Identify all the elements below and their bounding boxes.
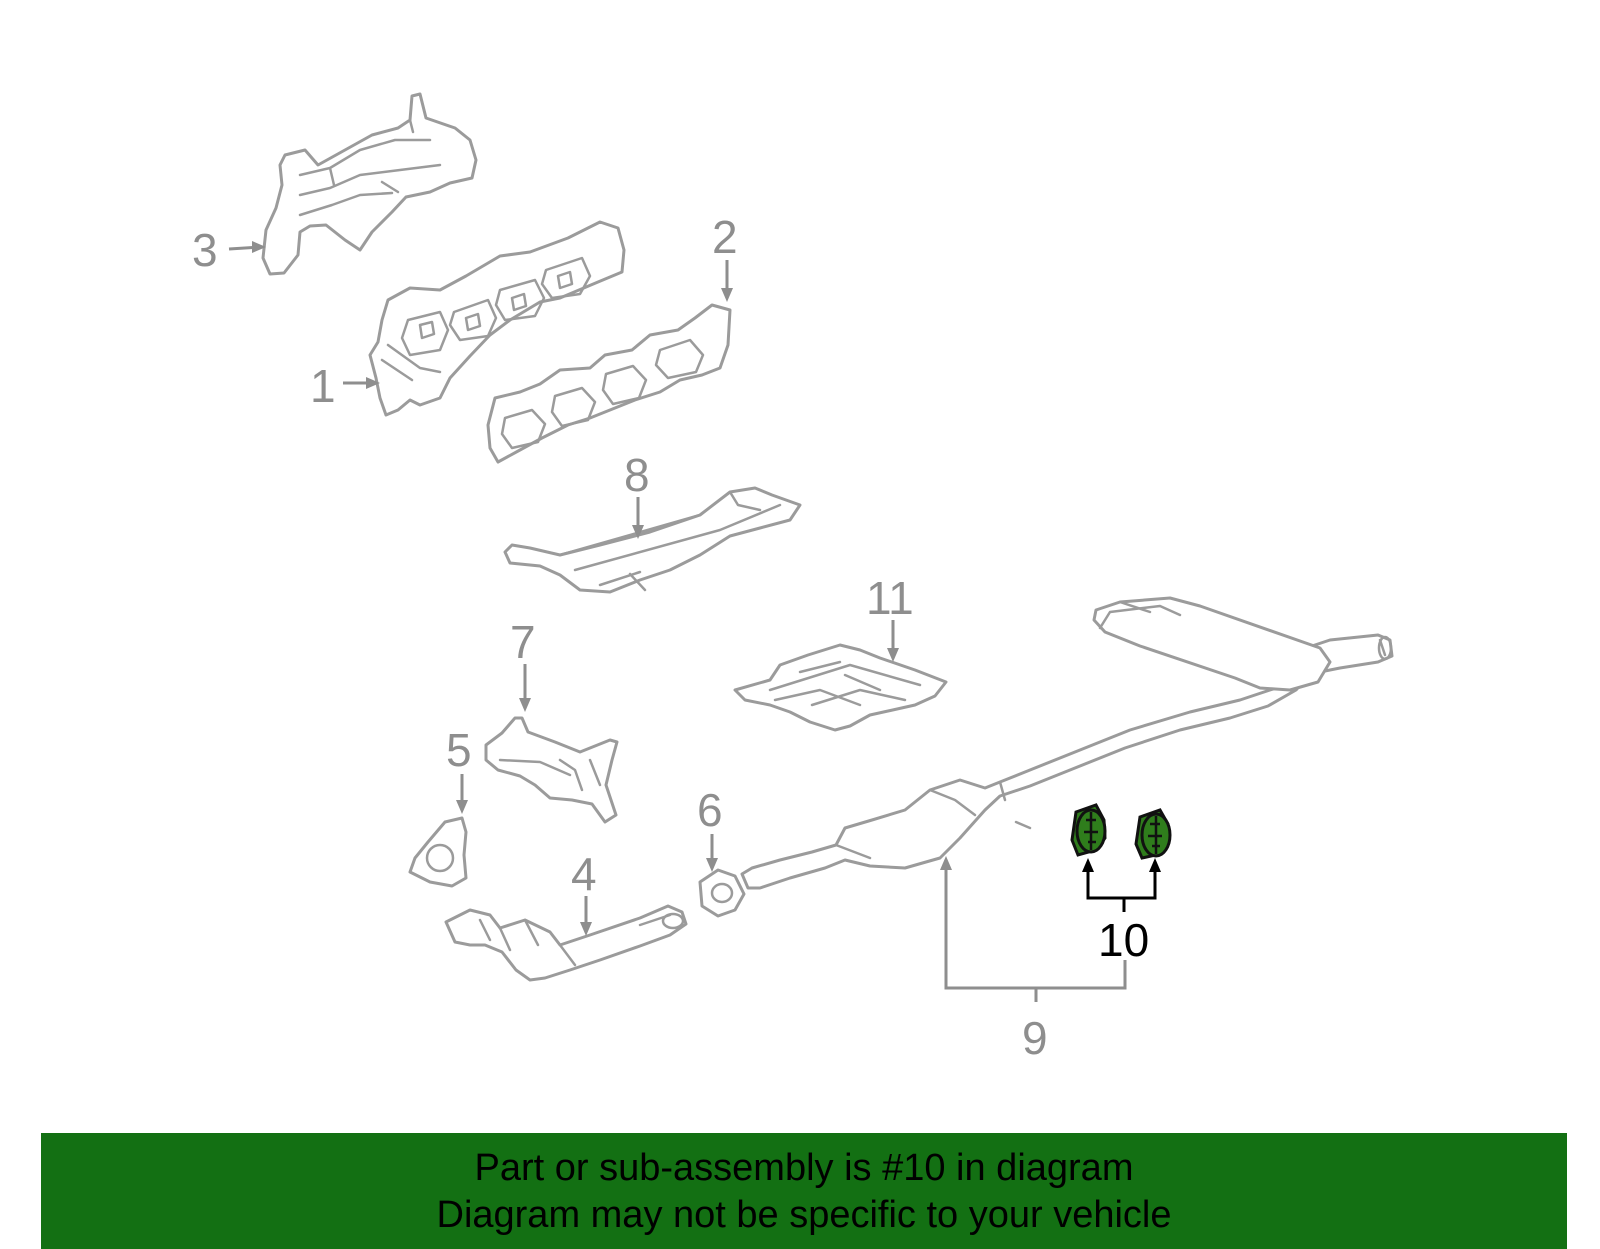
callout-9: 9 — [1022, 1012, 1048, 1064]
callout-6: 6 — [697, 784, 723, 836]
insulator-right[interactable] — [1134, 808, 1172, 860]
arrow-8 — [632, 525, 644, 539]
leader-arrowheads — [252, 241, 952, 936]
arrow-2 — [721, 288, 733, 302]
info-banner: Part or sub-assembly is #10 in diagram D… — [41, 1133, 1567, 1249]
banner-line-disclaimer: Diagram may not be specific to your vehi… — [436, 1194, 1172, 1236]
callout-10: 10 — [1098, 914, 1149, 966]
leader-10 — [1082, 858, 1161, 912]
callout-3: 3 — [192, 224, 218, 276]
arrow-11 — [887, 648, 899, 662]
banner-line-part: Part or sub-assembly is #10 in diagram — [474, 1147, 1134, 1189]
arrow-6 — [706, 858, 718, 872]
part-1-exhaust-manifold[interactable] — [368, 220, 626, 417]
callout-7: 7 — [510, 616, 536, 668]
part-6-flange-gasket[interactable] — [698, 868, 746, 918]
part-3-heat-shield[interactable] — [261, 92, 478, 276]
callout-5: 5 — [446, 724, 472, 776]
part-2-manifold-gasket[interactable] — [486, 303, 732, 464]
part-10-exhaust-insulators[interactable] — [1070, 803, 1172, 860]
arrow-1 — [366, 377, 380, 389]
part-7-heat-shield[interactable] — [484, 716, 619, 824]
part-5-flange-gasket[interactable] — [408, 816, 468, 888]
part-11-heat-shield[interactable] — [733, 643, 948, 732]
arrow-4 — [580, 922, 592, 936]
callout-8: 8 — [624, 449, 650, 501]
arrow-7 — [519, 698, 531, 712]
arrow-5 — [456, 800, 468, 814]
part-9-rear-exhaust[interactable] — [740, 596, 1394, 890]
arrow-3 — [252, 241, 266, 253]
insulator-left[interactable] — [1070, 803, 1107, 857]
callout-11: 11 — [866, 572, 914, 624]
callout-2: 2 — [712, 211, 738, 263]
part-8-heat-shield[interactable] — [503, 486, 802, 594]
callout-1: 1 — [310, 360, 336, 412]
callout-4: 4 — [571, 848, 597, 900]
part-4-front-pipe[interactable] — [444, 904, 688, 982]
arrow-9 — [940, 856, 952, 870]
